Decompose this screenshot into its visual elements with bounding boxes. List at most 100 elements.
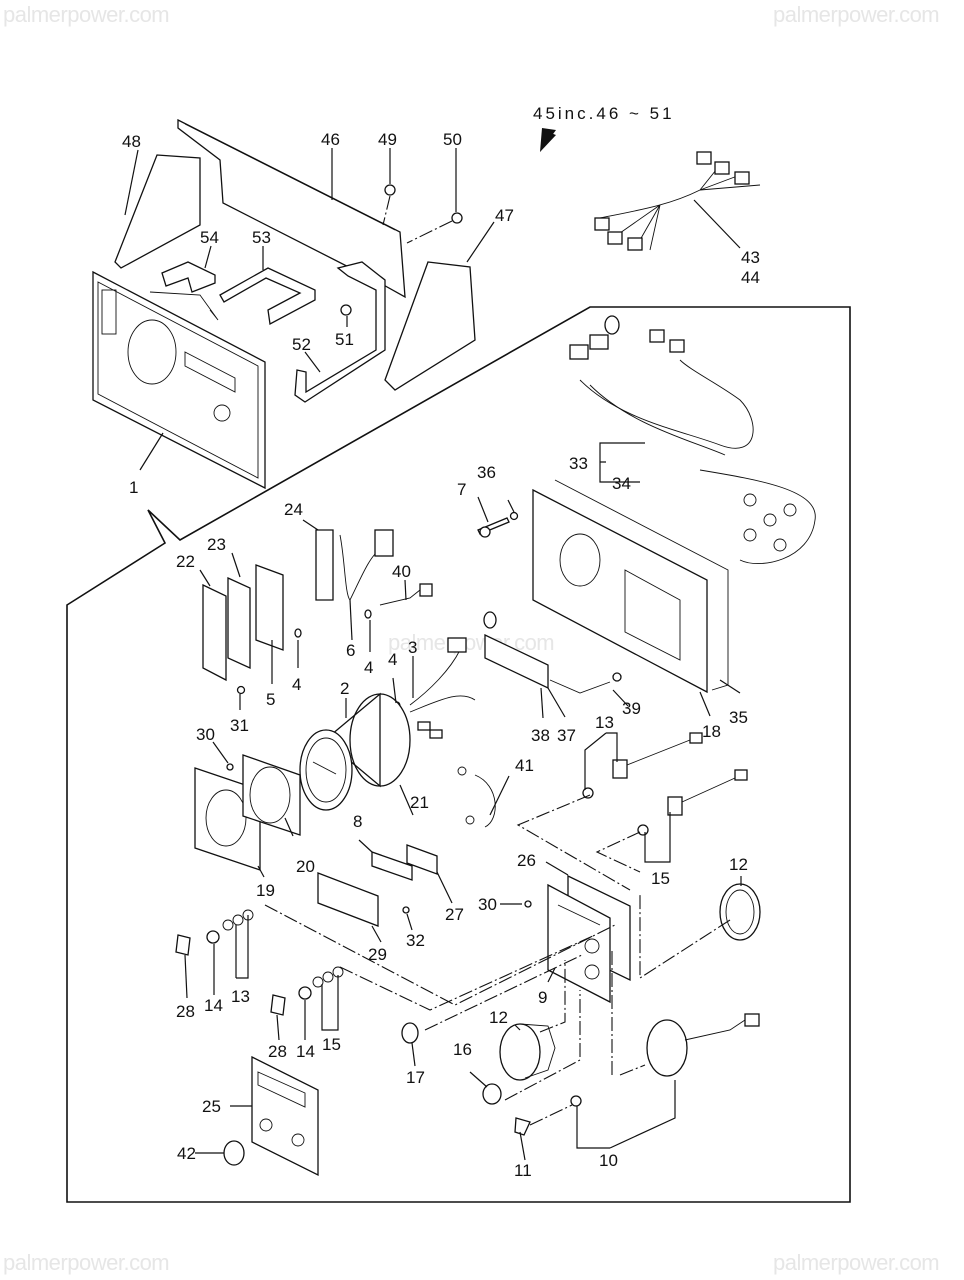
callout-20: 20 (296, 857, 315, 876)
part-49-bolt (382, 184, 396, 226)
callout-33: 33 (569, 454, 588, 473)
assembly-line (264, 904, 616, 1006)
callout-29: 29 (368, 945, 387, 964)
callout-4: 4 (388, 650, 397, 669)
assembly-line (516, 794, 631, 891)
callout-14: 14 (204, 996, 223, 1015)
callout-4: 4 (364, 658, 373, 677)
part-27-gasket (406, 844, 438, 875)
part-51-nut (340, 304, 352, 316)
part-28-knob (175, 934, 286, 1016)
part-38-indicator-housing (483, 611, 549, 690)
callout-22: 22 (176, 552, 195, 571)
part-36-washer (509, 511, 519, 521)
callout-6: 6 (346, 641, 355, 660)
callout-37: 37 (557, 726, 576, 745)
assembly-line (595, 831, 641, 873)
callout-40: 40 (392, 562, 411, 581)
part-7-bolt (477, 517, 510, 538)
callout-39: 39 (622, 699, 641, 718)
part-23-frame (227, 576, 251, 670)
part-54-bracket (161, 261, 216, 293)
callout-35: 35 (729, 708, 748, 727)
callout-8: 8 (353, 812, 362, 831)
callout-26: 26 (517, 851, 536, 870)
part-42-cap (223, 1140, 245, 1166)
part-20-ring (242, 754, 301, 836)
part-46-top-cover (177, 118, 406, 299)
callout-25: 25 (202, 1097, 221, 1116)
callout-44: 44 (741, 268, 760, 287)
callout-10: 10 (599, 1151, 618, 1170)
assembly-line (504, 990, 581, 1101)
assembly-line (424, 954, 583, 1031)
part-35-gasket (554, 479, 729, 691)
part-15-switch (637, 769, 748, 836)
callout-28: 28 (176, 1002, 195, 1021)
part-14-nut (206, 930, 312, 1000)
note-arrow-icon (540, 128, 556, 152)
part-1-meter-panel (92, 270, 266, 490)
callout-47: 47 (495, 206, 514, 225)
part-22-lens (202, 583, 227, 682)
part-5-lamp-housing (255, 564, 284, 651)
part-25-panel-cover (251, 1055, 319, 1177)
callout-36: 36 (477, 463, 496, 482)
part-30-screw (226, 763, 234, 771)
callout-52: 52 (292, 335, 311, 354)
part-16-cap (482, 1083, 502, 1105)
assembly-line (529, 1104, 573, 1126)
part-53-bracket (219, 267, 316, 326)
part-29-cover (317, 872, 379, 927)
callout-9: 9 (538, 988, 547, 1007)
callout-3: 3 (408, 638, 417, 657)
part-40-bulb-socket (379, 583, 433, 606)
part-33-main-harness (569, 315, 816, 564)
callout-54: 54 (200, 228, 219, 247)
part-32-screw (402, 906, 410, 914)
part-6-harness (339, 529, 394, 601)
part-39-screw (549, 672, 622, 694)
callout-28: 28 (268, 1042, 287, 1061)
callout-23: 23 (207, 535, 226, 554)
watermark: palmerpower.com (3, 1250, 170, 1275)
callout-12: 12 (489, 1008, 508, 1027)
callout-13: 13 (595, 713, 614, 732)
callout-49: 49 (378, 130, 397, 149)
callout-32: 32 (406, 931, 425, 950)
assembly-line (539, 960, 566, 1033)
part-41-cable (457, 766, 496, 828)
part-12-lock-ring (719, 883, 761, 941)
callout-27: 27 (445, 905, 464, 924)
callout-41: 41 (515, 756, 534, 775)
callout-1: 1 (129, 478, 138, 497)
callout-14: 14 (296, 1042, 315, 1061)
callout-18: 18 (702, 722, 721, 741)
part-2-gauge (299, 692, 411, 811)
watermark: palmerpower.com (773, 1250, 940, 1275)
part-24-bracket (315, 529, 334, 601)
assembly-line (339, 934, 596, 1011)
part-48-side-bracket (114, 154, 201, 269)
callout-51: 51 (335, 330, 354, 349)
callout-5: 5 (266, 690, 275, 709)
assembly-line (611, 950, 646, 1076)
callout-16: 16 (453, 1040, 472, 1059)
callout-30: 30 (196, 725, 215, 744)
callout-2: 2 (340, 679, 349, 698)
callout-19: 19 (256, 881, 275, 900)
callout-12: 12 (729, 855, 748, 874)
watermark: palmerpower.com (388, 630, 555, 655)
part-47-side-bracket (384, 261, 476, 391)
note-arrow-icon (540, 132, 556, 152)
callout-4: 4 (292, 675, 301, 694)
part-3-harness (409, 637, 476, 739)
callout-42: 42 (177, 1144, 196, 1163)
watermark: palmerpower.com (773, 2, 940, 27)
callout-46: 46 (321, 130, 340, 149)
callout-30: 30 (478, 895, 497, 914)
part-11-key (514, 1117, 531, 1136)
part-17-lamp (401, 1022, 419, 1044)
part-50-bolt (406, 212, 463, 244)
